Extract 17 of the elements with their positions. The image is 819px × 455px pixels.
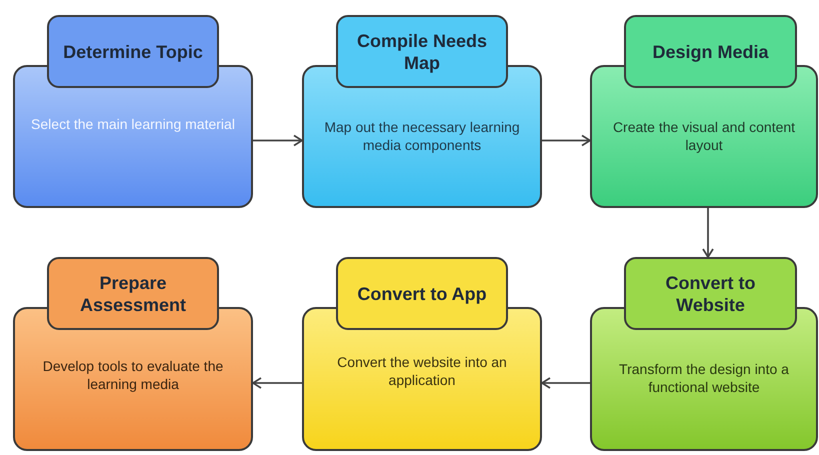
card-heading: Prepare Assessment	[47, 257, 219, 330]
card-description: Map out the necessary learning media components	[323, 118, 521, 154]
card-heading: Convert to App	[336, 257, 508, 330]
card-heading: Determine Topic	[47, 15, 219, 88]
card-description: Develop tools to evaluate the learning media	[42, 357, 224, 393]
card-description: Select the main learning material	[31, 115, 235, 133]
arrow	[542, 134, 591, 146]
card-heading: Convert to Website	[624, 257, 797, 330]
card-description: Convert the website into an application	[336, 353, 508, 389]
arrow	[253, 134, 303, 146]
arrow	[541, 377, 590, 389]
arrow	[702, 208, 714, 258]
card-heading: Compile Needs Map	[336, 15, 508, 88]
card-description: Transform the design into a functional website	[618, 360, 790, 396]
arrow	[252, 377, 302, 389]
card-description: Create the visual and content layout	[612, 118, 796, 154]
card-heading: Design Media	[624, 15, 797, 88]
